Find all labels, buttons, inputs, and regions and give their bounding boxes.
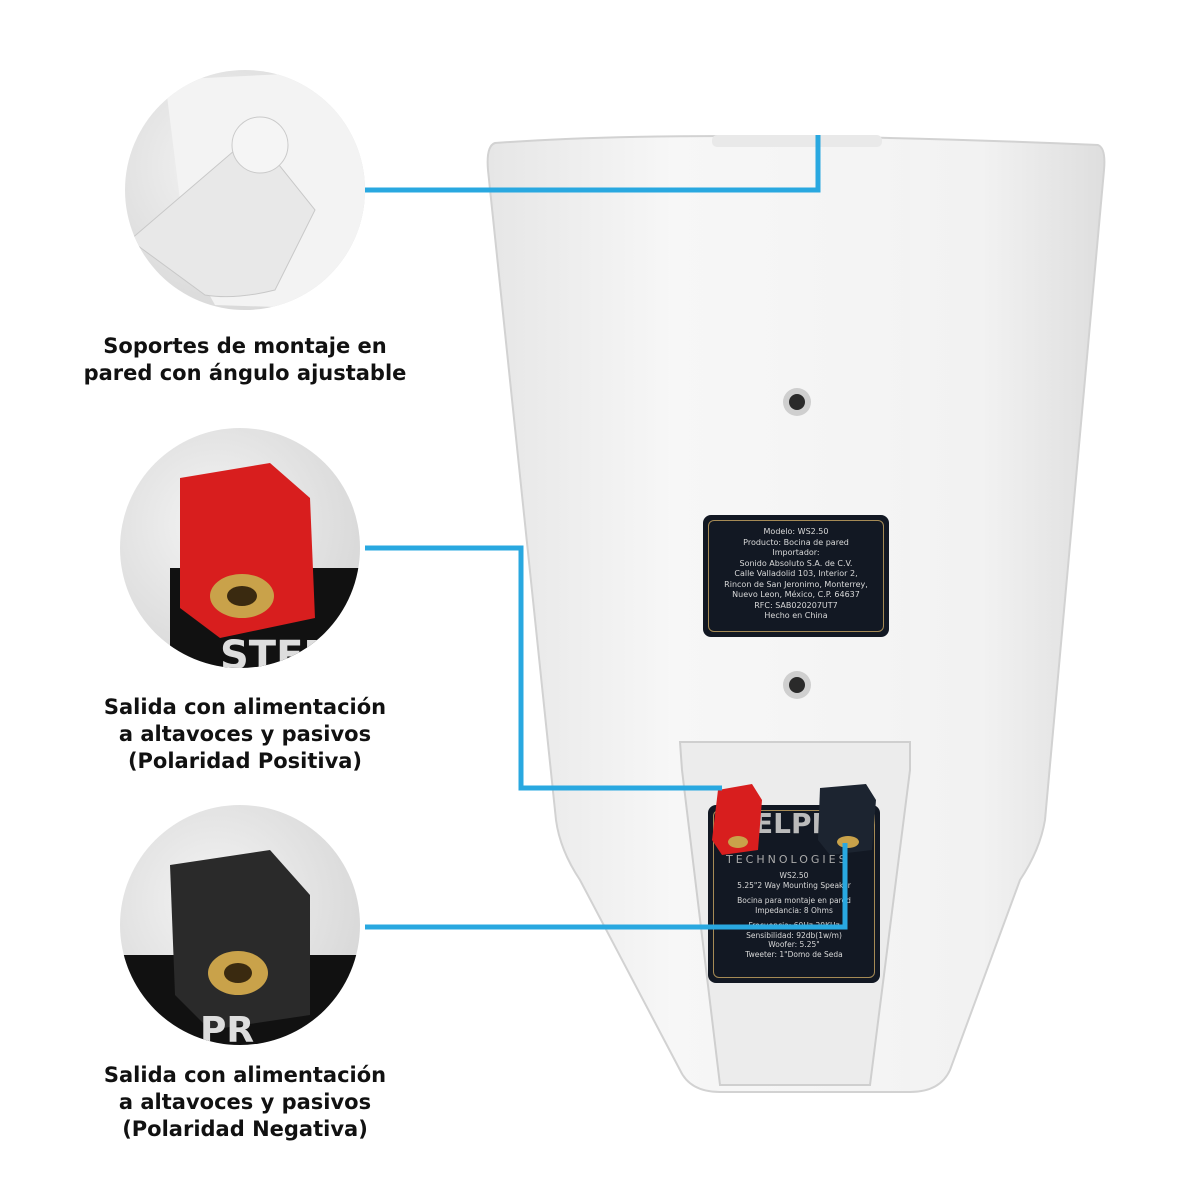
callout-line-positive	[365, 545, 722, 791]
label-line: Hecho en China	[764, 611, 828, 620]
callout-lines	[365, 135, 848, 930]
spec-line: Bocina para montaje en pared	[737, 896, 851, 905]
label-line: Importador:	[772, 548, 820, 557]
red-binding-post-icon	[712, 784, 762, 855]
overlay-text: PR	[200, 1010, 255, 1045]
label-line: Calle Valladolid 103, Interior 2,	[734, 569, 858, 578]
label-line: Sonido Absoluto S.A. de C.V.	[739, 558, 853, 568]
spec-line: Woofer: 5.25"	[768, 940, 820, 949]
caption-line: (Polaridad Negativa)	[122, 1117, 368, 1141]
spec-line: 5.25"2 Way Mounting Speaker	[737, 880, 851, 890]
overlay-text: STER	[220, 633, 335, 668]
label-line: Modelo: WS2.50	[763, 527, 829, 536]
brand-sub: TECHNOLOGIES	[726, 853, 849, 866]
spec-line: Tweeter: 1"Domo de Seda	[745, 949, 843, 959]
wall-mount-bracket-icon	[129, 70, 365, 310]
label-line: Producto: Bocina de pared	[743, 537, 849, 547]
spec-line: WS2.50	[779, 871, 809, 880]
caption-line: a altavoces y pasivos	[118, 722, 372, 746]
caption-line: Salida con alimentación	[103, 1063, 387, 1087]
spec-line: Sensibilidad: 92db(1w/m)	[746, 930, 842, 940]
caption-line: (Polaridad Positiva)	[127, 749, 363, 773]
label-line: Nuevo Leon, México, C.P. 64637	[732, 590, 860, 599]
label-line: Rincon de San Jeronimo, Monterrey,	[724, 579, 868, 589]
callout-line-negative	[365, 843, 848, 930]
caption-line: Soportes de montaje en	[103, 334, 387, 358]
positive-terminal-detail-image: STER	[120, 428, 360, 668]
caption-line: pared con ángulo ajustable	[83, 361, 407, 385]
caption-negative: Salida con alimentación a altavoces y pa…	[60, 1062, 430, 1143]
black-binding-post-icon	[120, 850, 360, 1045]
importer-label: Modelo: WS2.50 Producto: Bocina de pared…	[703, 515, 889, 637]
negative-terminal-detail-image: PR	[120, 805, 360, 1045]
bracket-detail-image	[125, 70, 365, 310]
callout-line-bracket	[365, 135, 821, 193]
red-binding-post-icon	[170, 463, 360, 668]
label-line: RFC: SAB020207UT7	[754, 600, 838, 610]
caption-line: a altavoces y pasivos	[118, 1090, 372, 1114]
caption-line: Salida con alimentación	[103, 695, 387, 719]
caption-positive: Salida con alimentación a altavoces y pa…	[60, 694, 430, 775]
caption-bracket: Soportes de montaje en pared con ángulo …	[60, 333, 430, 387]
spec-line: Impedancia: 8 Ohms	[755, 905, 833, 915]
